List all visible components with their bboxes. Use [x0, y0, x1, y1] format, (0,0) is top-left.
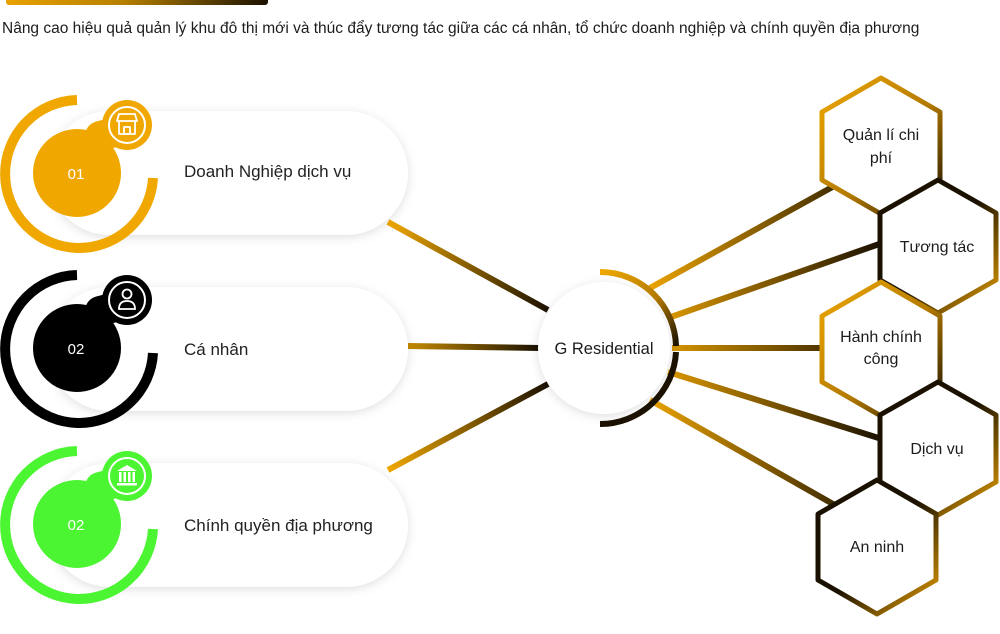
number-badge — [33, 304, 121, 392]
connector-line — [386, 381, 550, 473]
hub-arc-bottom — [599, 351, 679, 428]
progress-ring — [0, 446, 158, 604]
hex-label: Tương tác — [900, 239, 975, 256]
card-number: 01 — [68, 166, 85, 183]
progress-ring — [0, 270, 158, 428]
hex-label: Dịch vụ — [910, 441, 963, 458]
connector-line — [667, 239, 886, 321]
connector-line — [667, 369, 886, 443]
card-label: Doanh Nghiệp dịch vụ — [184, 162, 351, 181]
progress-ring — [0, 95, 158, 253]
stakeholder-card-3[interactable]: 02 Chính quyền địa phương — [0, 446, 408, 604]
left-connectors — [386, 219, 550, 473]
card-label: Cá nhân — [184, 340, 248, 359]
bank-icon — [117, 465, 137, 486]
connector-line — [407, 343, 541, 351]
hex-label-line1: Quản lí chi — [843, 127, 919, 144]
stakeholder-card-1[interactable]: 01 Doanh Nghiệp dịch vụ — [0, 95, 408, 253]
right-connectors — [648, 177, 886, 511]
card-number: 02 — [68, 341, 85, 358]
stakeholder-card-2[interactable]: 02 Cá nhân — [0, 270, 408, 428]
hex-label-line1: Hành chính — [840, 329, 922, 346]
hub-node[interactable]: G Residential — [538, 269, 679, 428]
connector-line — [648, 397, 842, 511]
card-number: 02 — [68, 517, 85, 534]
icon-ring — [108, 281, 146, 319]
function-hex-5[interactable]: An ninh — [815, 477, 939, 617]
number-badge — [33, 129, 121, 217]
icon-ring — [108, 106, 146, 144]
connector-line — [648, 177, 847, 291]
hex-label-line2: phí — [870, 150, 893, 167]
hex-label: An ninh — [850, 539, 904, 556]
page-subtitle: Nâng cao hiệu quả quản lý khu đô thị mới… — [2, 20, 920, 37]
connector-line — [386, 219, 550, 313]
card-label: Chính quyền địa phương — [184, 516, 373, 535]
number-badge — [33, 480, 121, 568]
hub-arc-top — [599, 269, 679, 347]
icon-ring — [108, 457, 146, 495]
user-icon — [118, 288, 136, 310]
hub-circle — [538, 282, 670, 414]
function-hex-1[interactable]: Quản lí chi phí — [819, 75, 943, 217]
header-accent-bar — [6, 0, 268, 5]
function-hex-4[interactable]: Dịch vụ — [877, 379, 999, 518]
hexagon — [815, 477, 939, 617]
hub-label: G Residential — [554, 340, 653, 358]
hex-label-line2: công — [864, 351, 899, 368]
shop-icon — [116, 113, 138, 135]
